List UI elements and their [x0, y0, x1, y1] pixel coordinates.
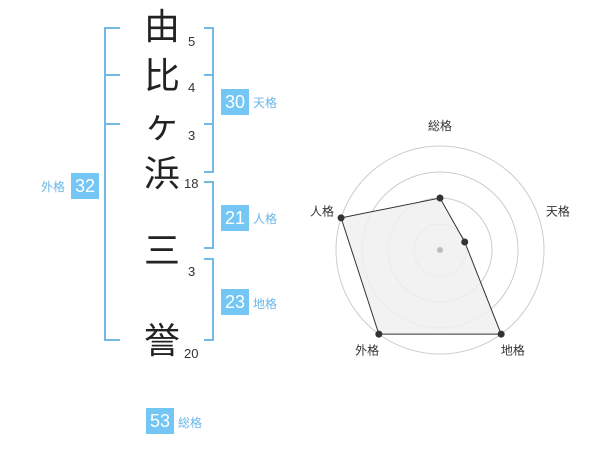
radar-axis-label: 総格 [428, 118, 452, 133]
name-char: ヶ [143, 105, 180, 146]
tenkaku-value: 30 [221, 89, 249, 115]
name-char: 三 [143, 231, 180, 272]
stroke-count: 18 [184, 176, 199, 191]
radar-axis-label: 人格 [310, 204, 334, 219]
gaikaku-value: 32 [71, 173, 99, 199]
name-char: 由 [143, 7, 180, 48]
jinkaku-value: 21 [221, 205, 249, 231]
name-char: 比 [143, 56, 180, 97]
radar-point [337, 214, 345, 222]
chikaku-label: 地格 [253, 297, 278, 311]
radar-point [461, 238, 469, 246]
name-char: 浜 [143, 154, 180, 195]
radar-data-polygon [340, 197, 502, 335]
jinkaku-label: 人格 [253, 212, 278, 226]
radar-point [375, 330, 383, 338]
radar-axis-label: 天格 [546, 204, 570, 219]
stroke-count: 5 [188, 34, 196, 49]
chikaku-value: 23 [221, 289, 249, 315]
stroke-count: 3 [188, 128, 196, 143]
name-char: 誉 [143, 321, 180, 362]
soukaku-label: 総格 [178, 416, 203, 430]
radar-point [436, 194, 444, 202]
radar-axis-label: 地格 [501, 342, 525, 357]
stroke-count: 4 [188, 80, 196, 95]
radar-center-dot [437, 247, 443, 253]
radar-point [497, 330, 505, 338]
radar-grid-ring [335, 145, 545, 355]
radar-axis-label: 外格 [355, 342, 379, 357]
gaikaku-label: 外格 [41, 180, 66, 194]
stroke-count: 20 [184, 346, 199, 361]
soukaku-value: 53 [146, 408, 174, 434]
stroke-count: 3 [188, 264, 196, 279]
tenkaku-label: 天格 [253, 96, 278, 110]
